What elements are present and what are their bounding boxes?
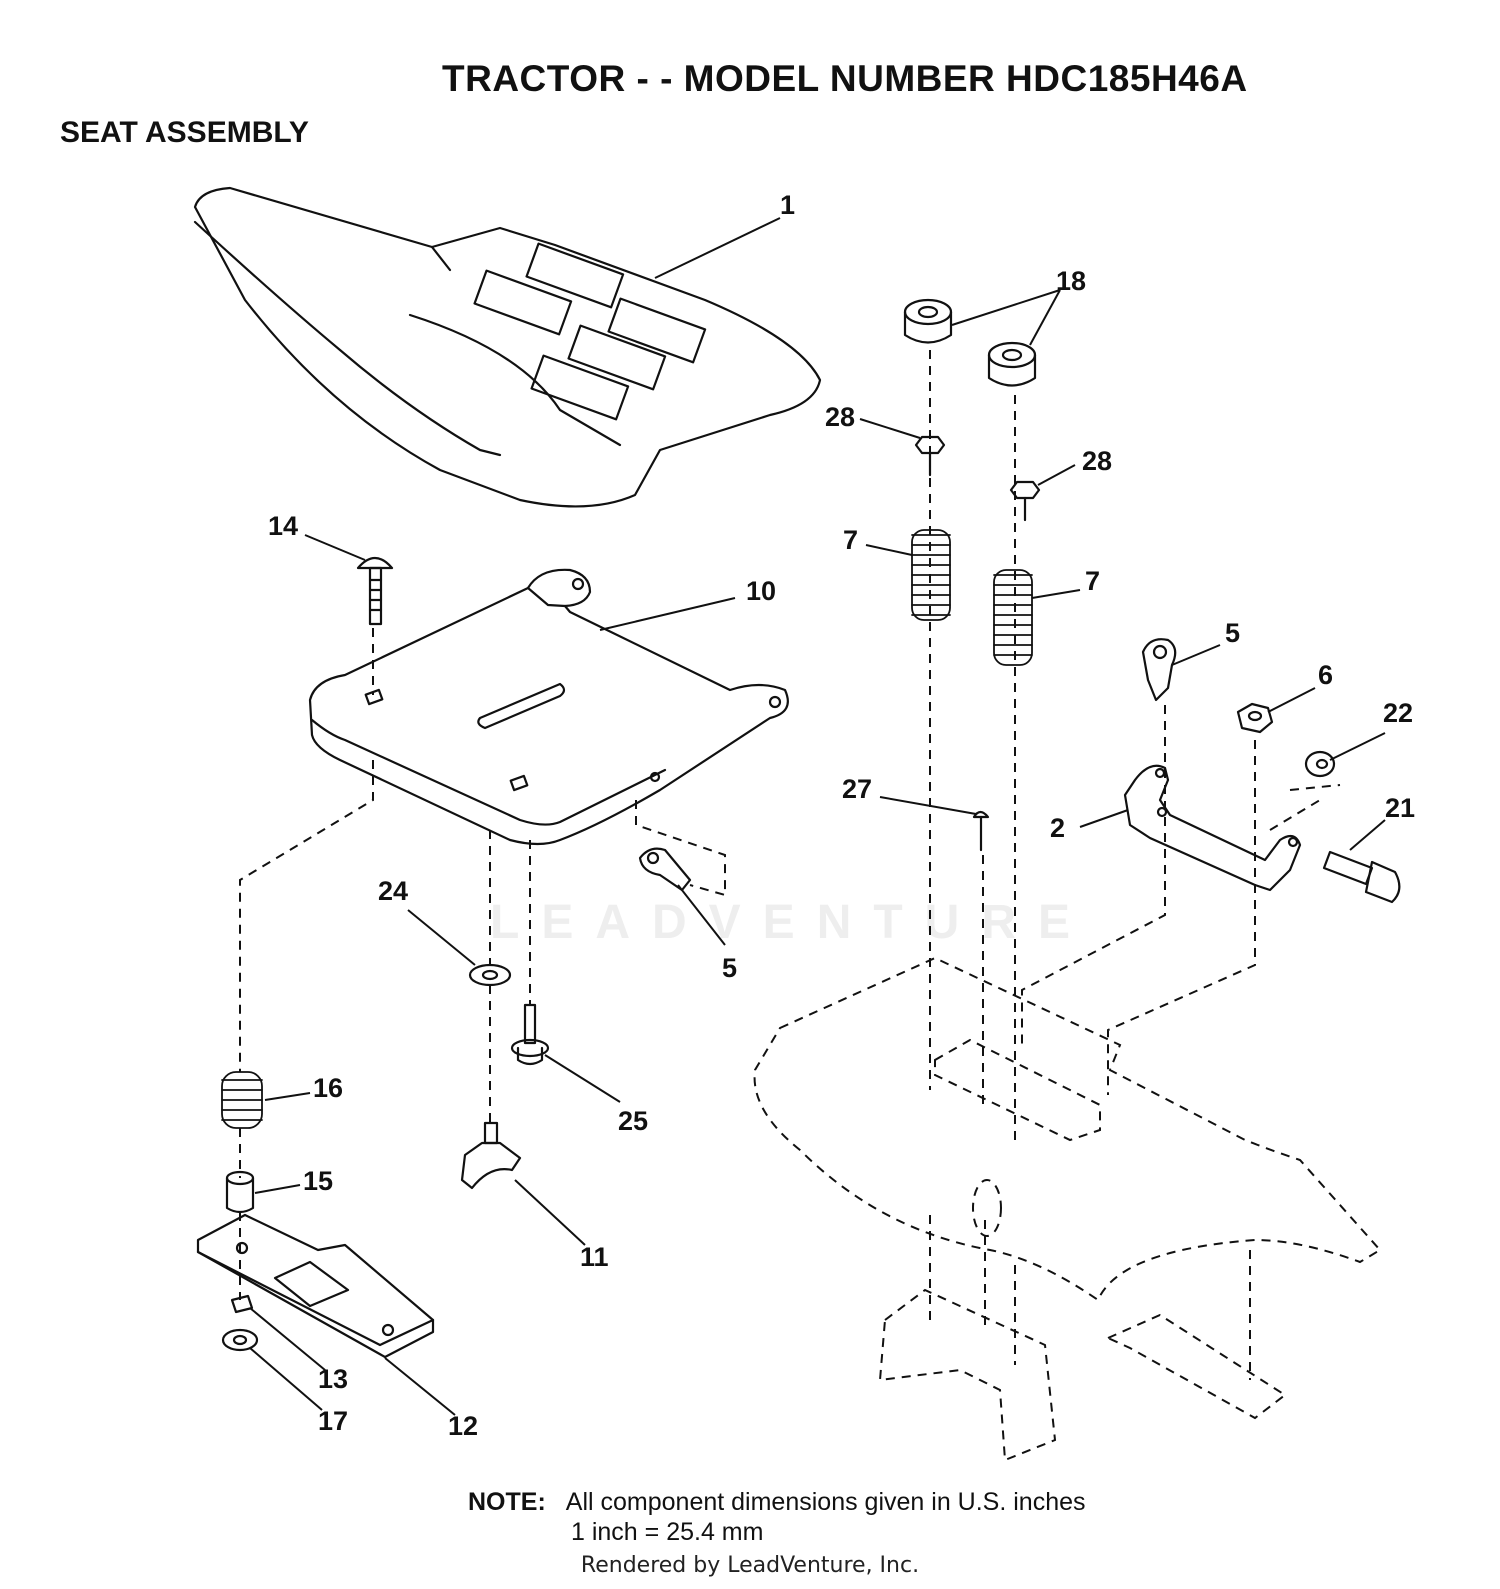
- callout-28: 28: [825, 402, 855, 432]
- nut-part-13: [230, 1294, 254, 1314]
- washer-part-24: [468, 963, 512, 987]
- watermark: LEADVENTURE: [490, 896, 1093, 949]
- callout-25: 25: [618, 1106, 648, 1136]
- callout-12: 12: [448, 1411, 478, 1441]
- bumper-part-18: [903, 298, 1037, 387]
- plate-part-12: [196, 1213, 435, 1359]
- note-line-2: 1 inch = 25.4 mm: [571, 1518, 764, 1546]
- callout-7: 7: [843, 525, 858, 555]
- seat-part-1: [193, 186, 822, 508]
- callout-7: 7: [1085, 566, 1100, 596]
- callout-2: 2: [1050, 813, 1065, 843]
- note-line-1: All component dimensions given in U.S. i…: [565, 1488, 1086, 1516]
- callout-6: 6: [1318, 660, 1333, 690]
- nut-part-6: [1236, 702, 1274, 734]
- knob-part-11: [460, 1121, 522, 1190]
- page-title: TRACTOR - - MODEL NUMBER HDC185H46A: [442, 58, 1248, 99]
- callout-21: 21: [1385, 793, 1415, 823]
- callout-14: 14: [268, 511, 298, 541]
- bolt-part-21: [1322, 850, 1401, 904]
- bolt-part-28: [914, 435, 1041, 522]
- callout-28: 28: [1082, 446, 1112, 476]
- footer-credit: Rendered by LeadVenture, Inc.: [580, 1553, 920, 1578]
- bolt-part-25: [510, 1003, 550, 1066]
- frame-outline: [239, 350, 1382, 1462]
- callout-24: 24: [378, 876, 408, 906]
- callout-5: 5: [722, 953, 737, 983]
- callout-5: 5: [1225, 618, 1240, 648]
- callout-11: 11: [580, 1242, 609, 1272]
- callout-16: 16: [313, 1073, 343, 1103]
- screw-part-27: [972, 810, 990, 852]
- callout-13: 13: [318, 1364, 348, 1394]
- callout-27: 27: [842, 774, 872, 804]
- bracket-part-2: [1123, 764, 1302, 892]
- seat-pan-part-10: [308, 568, 789, 846]
- bolt-part-14: [356, 556, 394, 626]
- callout-22: 22: [1383, 698, 1413, 728]
- washer-part-22: [1304, 750, 1336, 778]
- note: NOTE: All component dimensions given in U…: [468, 1488, 1086, 1546]
- callout-10: 10: [746, 576, 776, 606]
- section-title: SEAT ASSEMBLY: [60, 116, 309, 149]
- washer-part-17: [221, 1328, 259, 1352]
- leader-lines: [249, 217, 1386, 1416]
- callout-15: 15: [303, 1166, 333, 1196]
- callout-17: 17: [318, 1406, 348, 1436]
- callout-18: 18: [1056, 266, 1086, 296]
- callout-1: 1: [780, 190, 795, 220]
- callout-labels: 1 18 28 28 14 10 7 7 5 6 22 27 2 21 24 5…: [268, 190, 1415, 1441]
- spring-part-16: [221, 1071, 263, 1129]
- note-label: NOTE:: [468, 1488, 546, 1516]
